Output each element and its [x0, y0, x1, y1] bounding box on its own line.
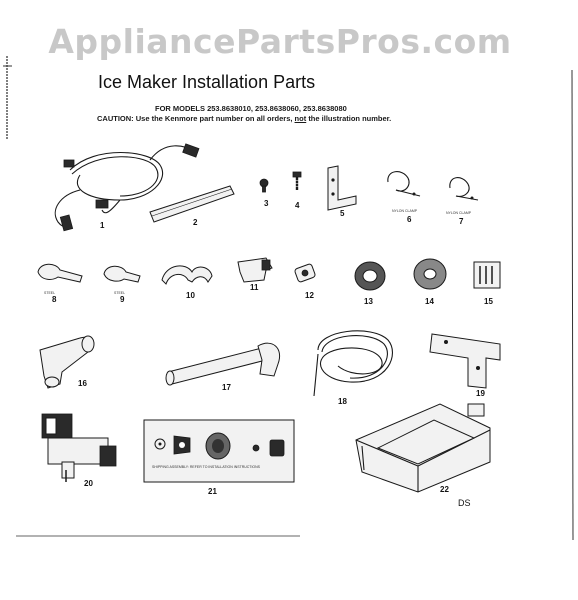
right-edge-line: [571, 69, 574, 541]
models-line: FOR MODELS 253.8638010, 253.8638060, 253…: [155, 104, 347, 113]
part-9-steel-clamp: [103, 265, 141, 283]
left-margin-marks: [3, 56, 12, 140]
part-18-coil: [313, 330, 393, 397]
part-number-15: 15: [484, 297, 493, 306]
part-5-angle-bracket: [327, 165, 357, 211]
part-number-13: 13: [364, 297, 373, 306]
part-number-18: 18: [338, 397, 347, 406]
part-6-note: NYLON CLAMP: [392, 209, 418, 213]
part-6-nylon-clamp: [387, 171, 421, 197]
part-16-elbow: [39, 335, 95, 389]
part-19-bracket: [429, 333, 501, 389]
part-number-14: 14: [425, 297, 434, 306]
ds-mark: DS: [458, 498, 471, 508]
part-10-clip: [161, 265, 213, 285]
part-17-tube: [165, 342, 280, 386]
part-number-20: 20: [84, 479, 93, 488]
part-number-1: 1: [100, 221, 105, 230]
part-number-8: 8: [52, 295, 57, 304]
part-11-bracket: [237, 257, 273, 283]
caution-suffix: the illustration number.: [308, 114, 392, 123]
caution-line: CAUTION: Use the Kenmore part number on …: [97, 114, 391, 123]
part-number-12: 12: [305, 291, 314, 300]
part-number-22: 22: [440, 485, 449, 494]
part-20-water-valve: [41, 413, 117, 482]
part-number-labels: 1 2 3 4 5 6 7 8 9 10 11 12 13 14 15 16 1…: [52, 199, 493, 496]
part-2-strip: [149, 185, 235, 223]
part-3-screw: [259, 178, 269, 193]
part-9-note: STEEL: [114, 291, 125, 295]
part-number-5: 5: [340, 209, 345, 218]
part-4-screw: [292, 171, 302, 190]
part-number-7: 7: [459, 217, 464, 226]
part-14-washer: [413, 258, 447, 290]
part-number-2: 2: [193, 218, 198, 227]
part-number-4: 4: [295, 201, 300, 210]
part-7-nylon-clamp: [449, 177, 479, 201]
part-number-11: 11: [250, 283, 259, 292]
part-15-pad: [473, 261, 501, 289]
caution-prefix: CAUTION: Use the Kenmore part number on …: [97, 114, 293, 123]
page-title: Ice Maker Installation Parts: [98, 72, 316, 92]
part-number-9: 9: [120, 295, 125, 304]
part-21-caption: SHIPPING ASSEMBLY: REFER TO INSTALLATION…: [152, 465, 261, 469]
part-13-grommet: [354, 261, 386, 291]
part-number-17: 17: [222, 383, 231, 392]
part-number-16: 16: [78, 379, 87, 388]
part-7-note: NYLON CLAMP: [446, 211, 472, 215]
part-number-10: 10: [186, 291, 195, 300]
part-number-19: 19: [476, 389, 485, 398]
part-number-3: 3: [264, 199, 269, 208]
part-number-21: 21: [208, 487, 217, 496]
site-watermark: AppliancePartsPros.com: [48, 22, 512, 61]
part-8-note: STEEL: [44, 291, 55, 295]
part-1-wire-harness: [54, 143, 200, 232]
part-number-6: 6: [407, 215, 412, 224]
part-8-steel-clamp: [37, 263, 83, 283]
part-12-nut: [294, 263, 316, 283]
part-21-fitting-kit: [143, 419, 295, 483]
caution-emphasis: not: [294, 114, 307, 123]
part-22-ice-bin: [355, 403, 491, 493]
